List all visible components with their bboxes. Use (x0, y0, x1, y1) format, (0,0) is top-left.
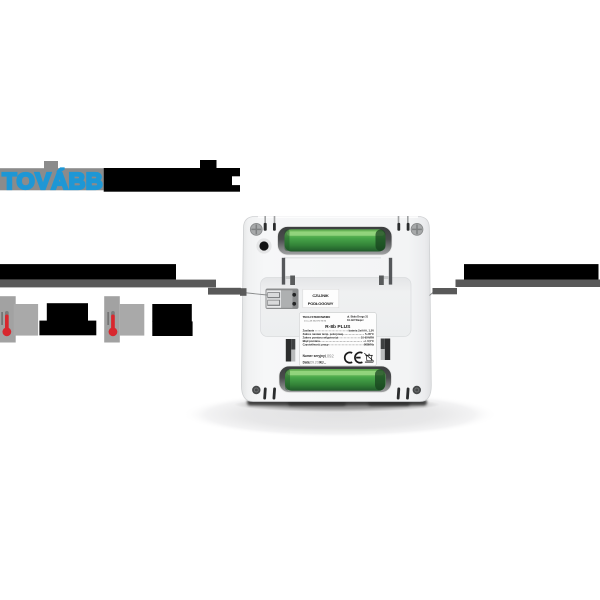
svg-text:Zakres nastaw temp. pokojowej: Zakres nastaw temp. pokojowej (303, 332, 344, 336)
svg-text:Zakres pomiaru wilgotności: Zakres pomiaru wilgotności (303, 336, 339, 340)
svg-text:tel. (+48 33) 875 93 80: tel. (+48 33) 875 93 80 (304, 320, 327, 323)
svg-text:Numer seryjny:: Numer seryjny: (303, 354, 326, 358)
svg-text:CZUJNIK: CZUJNIK (312, 293, 329, 298)
svg-text:KJ...: KJ... (320, 360, 327, 364)
svg-text:bateria 2xAAA, 1,5V: bateria 2xAAA, 1,5V (349, 329, 375, 333)
svg-text:Błąd pomiaru: Błąd pomiaru (303, 339, 321, 343)
svg-text:34-122 Wieprz: 34-122 Wieprz (347, 319, 364, 322)
svg-text:ul. Biała Droga 31: ul. Biała Droga 31 (347, 316, 369, 319)
svg-text:Data:: Data: (303, 360, 311, 364)
svg-text:868MHz: 868MHz (364, 343, 375, 347)
svg-text:10-95%RH: 10-95%RH (361, 336, 374, 340)
svg-text:PODŁOGOWY: PODŁOGOWY (308, 301, 334, 306)
svg-text:Zasilanie: Zasilanie (303, 329, 315, 333)
svg-text:09.2020: 09.2020 (311, 360, 323, 364)
svg-text:1092: 1092 (325, 353, 335, 358)
svg-text:5÷35°C: 5÷35°C (365, 332, 374, 336)
svg-text:+/- 0,5°C: +/- 0,5°C (363, 339, 374, 343)
svg-text:TOVÁBB: TOVÁBB (2, 167, 103, 194)
svg-text:Częstotliwość pracy: Częstotliwość pracy (303, 343, 329, 347)
svg-text:TECH STEROWNIKI: TECH STEROWNIKI (303, 315, 331, 319)
svg-text:R-8b PLUS: R-8b PLUS (325, 324, 351, 330)
